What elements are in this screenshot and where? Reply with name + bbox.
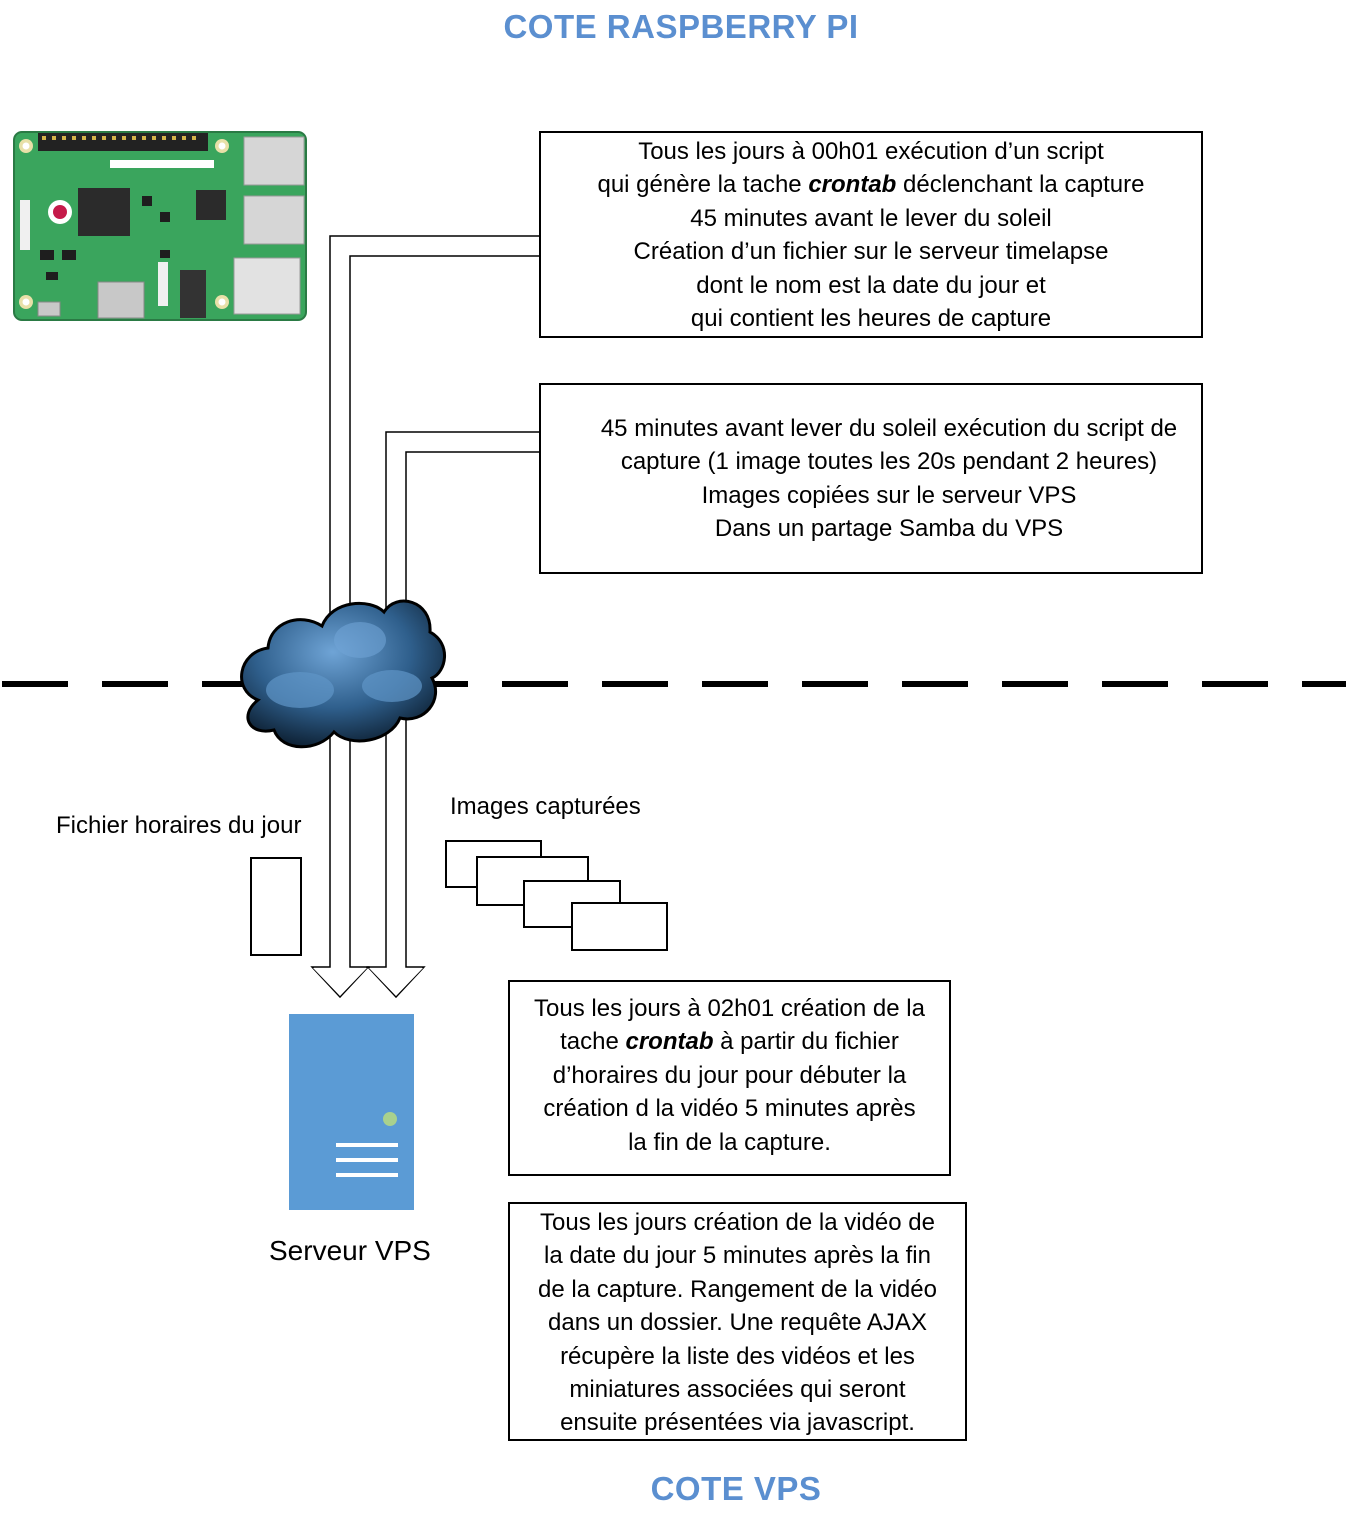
text-line: 45 minutes avant le lever du soleil	[690, 204, 1052, 232]
label-vps-server: Serveur VPS	[269, 1235, 431, 1266]
text-line: Tous les jours à 02h01 création de la	[534, 995, 925, 1022]
text-fragment: à partir du fichier	[713, 1028, 899, 1056]
text-line: dans un dossier. Une requête AJAX	[548, 1309, 927, 1337]
text-line: miniatures associées qui seront	[569, 1376, 906, 1404]
image-stack-icon	[445, 840, 668, 951]
text-line: capture (1 image toutes les 20s pendant …	[620, 448, 1158, 476]
raspberry-pi-board-icon	[13, 131, 307, 321]
title-vps-side: COTE VPS	[650, 1470, 822, 1507]
text-line: dont le nom est la date du jour et	[696, 271, 1046, 299]
text-line: qui génère la tache crontab déclenchant …	[541, 168, 1201, 201]
text-line: de la capture. Rangement de la vidéo	[538, 1275, 937, 1303]
text-line: Dans un partage Samba du VPS	[714, 515, 1064, 543]
text-line: la date du jour 5 minutes après la fin	[544, 1242, 931, 1270]
text-fragment: tache	[560, 1028, 626, 1056]
text-line: Tous les jours création de la vidéo de	[540, 1209, 935, 1236]
text-line: qui contient les heures de capture	[690, 305, 1052, 333]
text-fragment: déclenchant la capture	[896, 171, 1145, 199]
text-line: la fin de la capture.	[628, 1128, 831, 1156]
text-line: 45 minutes avant lever du soleil exécuti…	[600, 415, 1178, 442]
label-captured-images: Images capturées	[450, 793, 641, 820]
box-video-creation: Tous les jours création de la vidéo de la…	[508, 1202, 967, 1441]
box-capture-script: 45 minutes avant lever du soleil exécuti…	[539, 383, 1203, 574]
text-line: tache crontab à partir du fichier	[510, 1025, 949, 1058]
box-video-crontab: Tous les jours à 02h01 création de la tac…	[508, 980, 951, 1176]
text-line: création d la vidéo 5 minutes après	[543, 1095, 916, 1123]
text-line: Création d’un fichier sur le serveur tim…	[633, 238, 1109, 266]
title-raspberry-side: COTE RASPBERRY PI	[503, 8, 859, 45]
text-line: Tous les jours à 00h01 exécution d’un sc…	[638, 138, 1104, 165]
crontab-keyword: crontab	[625, 1028, 714, 1056]
server-icon	[289, 1014, 414, 1210]
label-schedule-file: Fichier horaires du jour	[56, 812, 302, 839]
box-daily-crontab-generation: Tous les jours à 00h01 exécution d’un sc…	[539, 131, 1203, 338]
text-fragment: qui génère la tache	[597, 171, 809, 199]
crontab-keyword: crontab	[808, 171, 897, 199]
file-icon	[250, 857, 302, 956]
text-line: d’horaires du jour pour débuter la	[552, 1061, 907, 1089]
text-line: Images copiées sur le serveur VPS	[701, 481, 1077, 509]
text-line: récupère la liste des vidéos et les	[560, 1342, 915, 1370]
cloud-icon	[240, 599, 446, 749]
text-line: ensuite présentées via javascript.	[560, 1409, 915, 1437]
